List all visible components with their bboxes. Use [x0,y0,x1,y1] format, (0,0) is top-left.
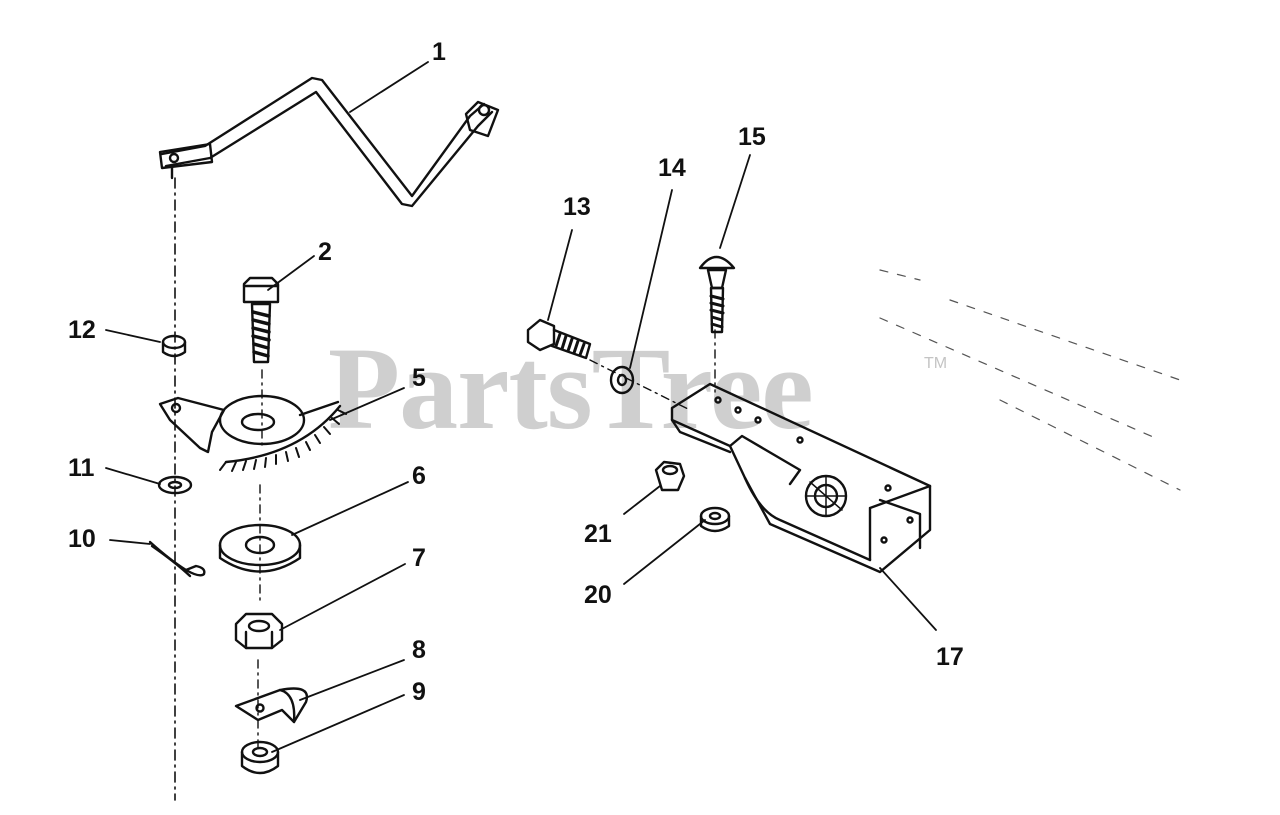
callout-21: 21 [584,520,612,548]
part-9-nut [240,740,280,775]
callout-10: 10 [68,525,96,553]
context-phantom-lines [879,269,1181,491]
part-1-control-rod [158,76,500,208]
callout-6: 6 [412,462,426,490]
watermark-logo: PartsTree [328,323,814,454]
part-12-nut [161,334,187,358]
part-21-nut [654,460,686,492]
assembly-axis-line-5 [589,359,691,411]
part-13-bolt [526,318,592,360]
part-14-washer [609,365,635,395]
callout-1: 1 [432,38,446,66]
part-17-bracket [670,382,932,574]
callout-13: 13 [563,193,591,221]
callout-14: 14 [658,154,686,182]
callout-2: 2 [318,238,332,266]
callout-9: 9 [412,678,426,706]
callout-12: 12 [68,316,96,344]
leader-lines [105,61,937,753]
part-10-cotter-pin [148,540,206,578]
part-2-bolt [242,276,280,364]
callout-8: 8 [412,636,426,664]
watermark-trademark: TM [924,355,948,372]
part-11-washer [157,475,193,495]
callout-17: 17 [936,643,964,671]
part-6-spacer [218,523,302,573]
part-7-hex-nut [234,612,284,650]
callout-15: 15 [738,123,766,151]
part-20-nut [699,506,731,533]
part-8-clip [234,687,309,724]
part-15-carriage-bolt [698,255,736,334]
callout-7: 7 [412,544,426,572]
callout-5: 5 [412,364,426,392]
part-5-gear-quadrant [158,394,347,472]
callout-11: 11 [68,454,95,482]
callout-20: 20 [584,581,612,609]
